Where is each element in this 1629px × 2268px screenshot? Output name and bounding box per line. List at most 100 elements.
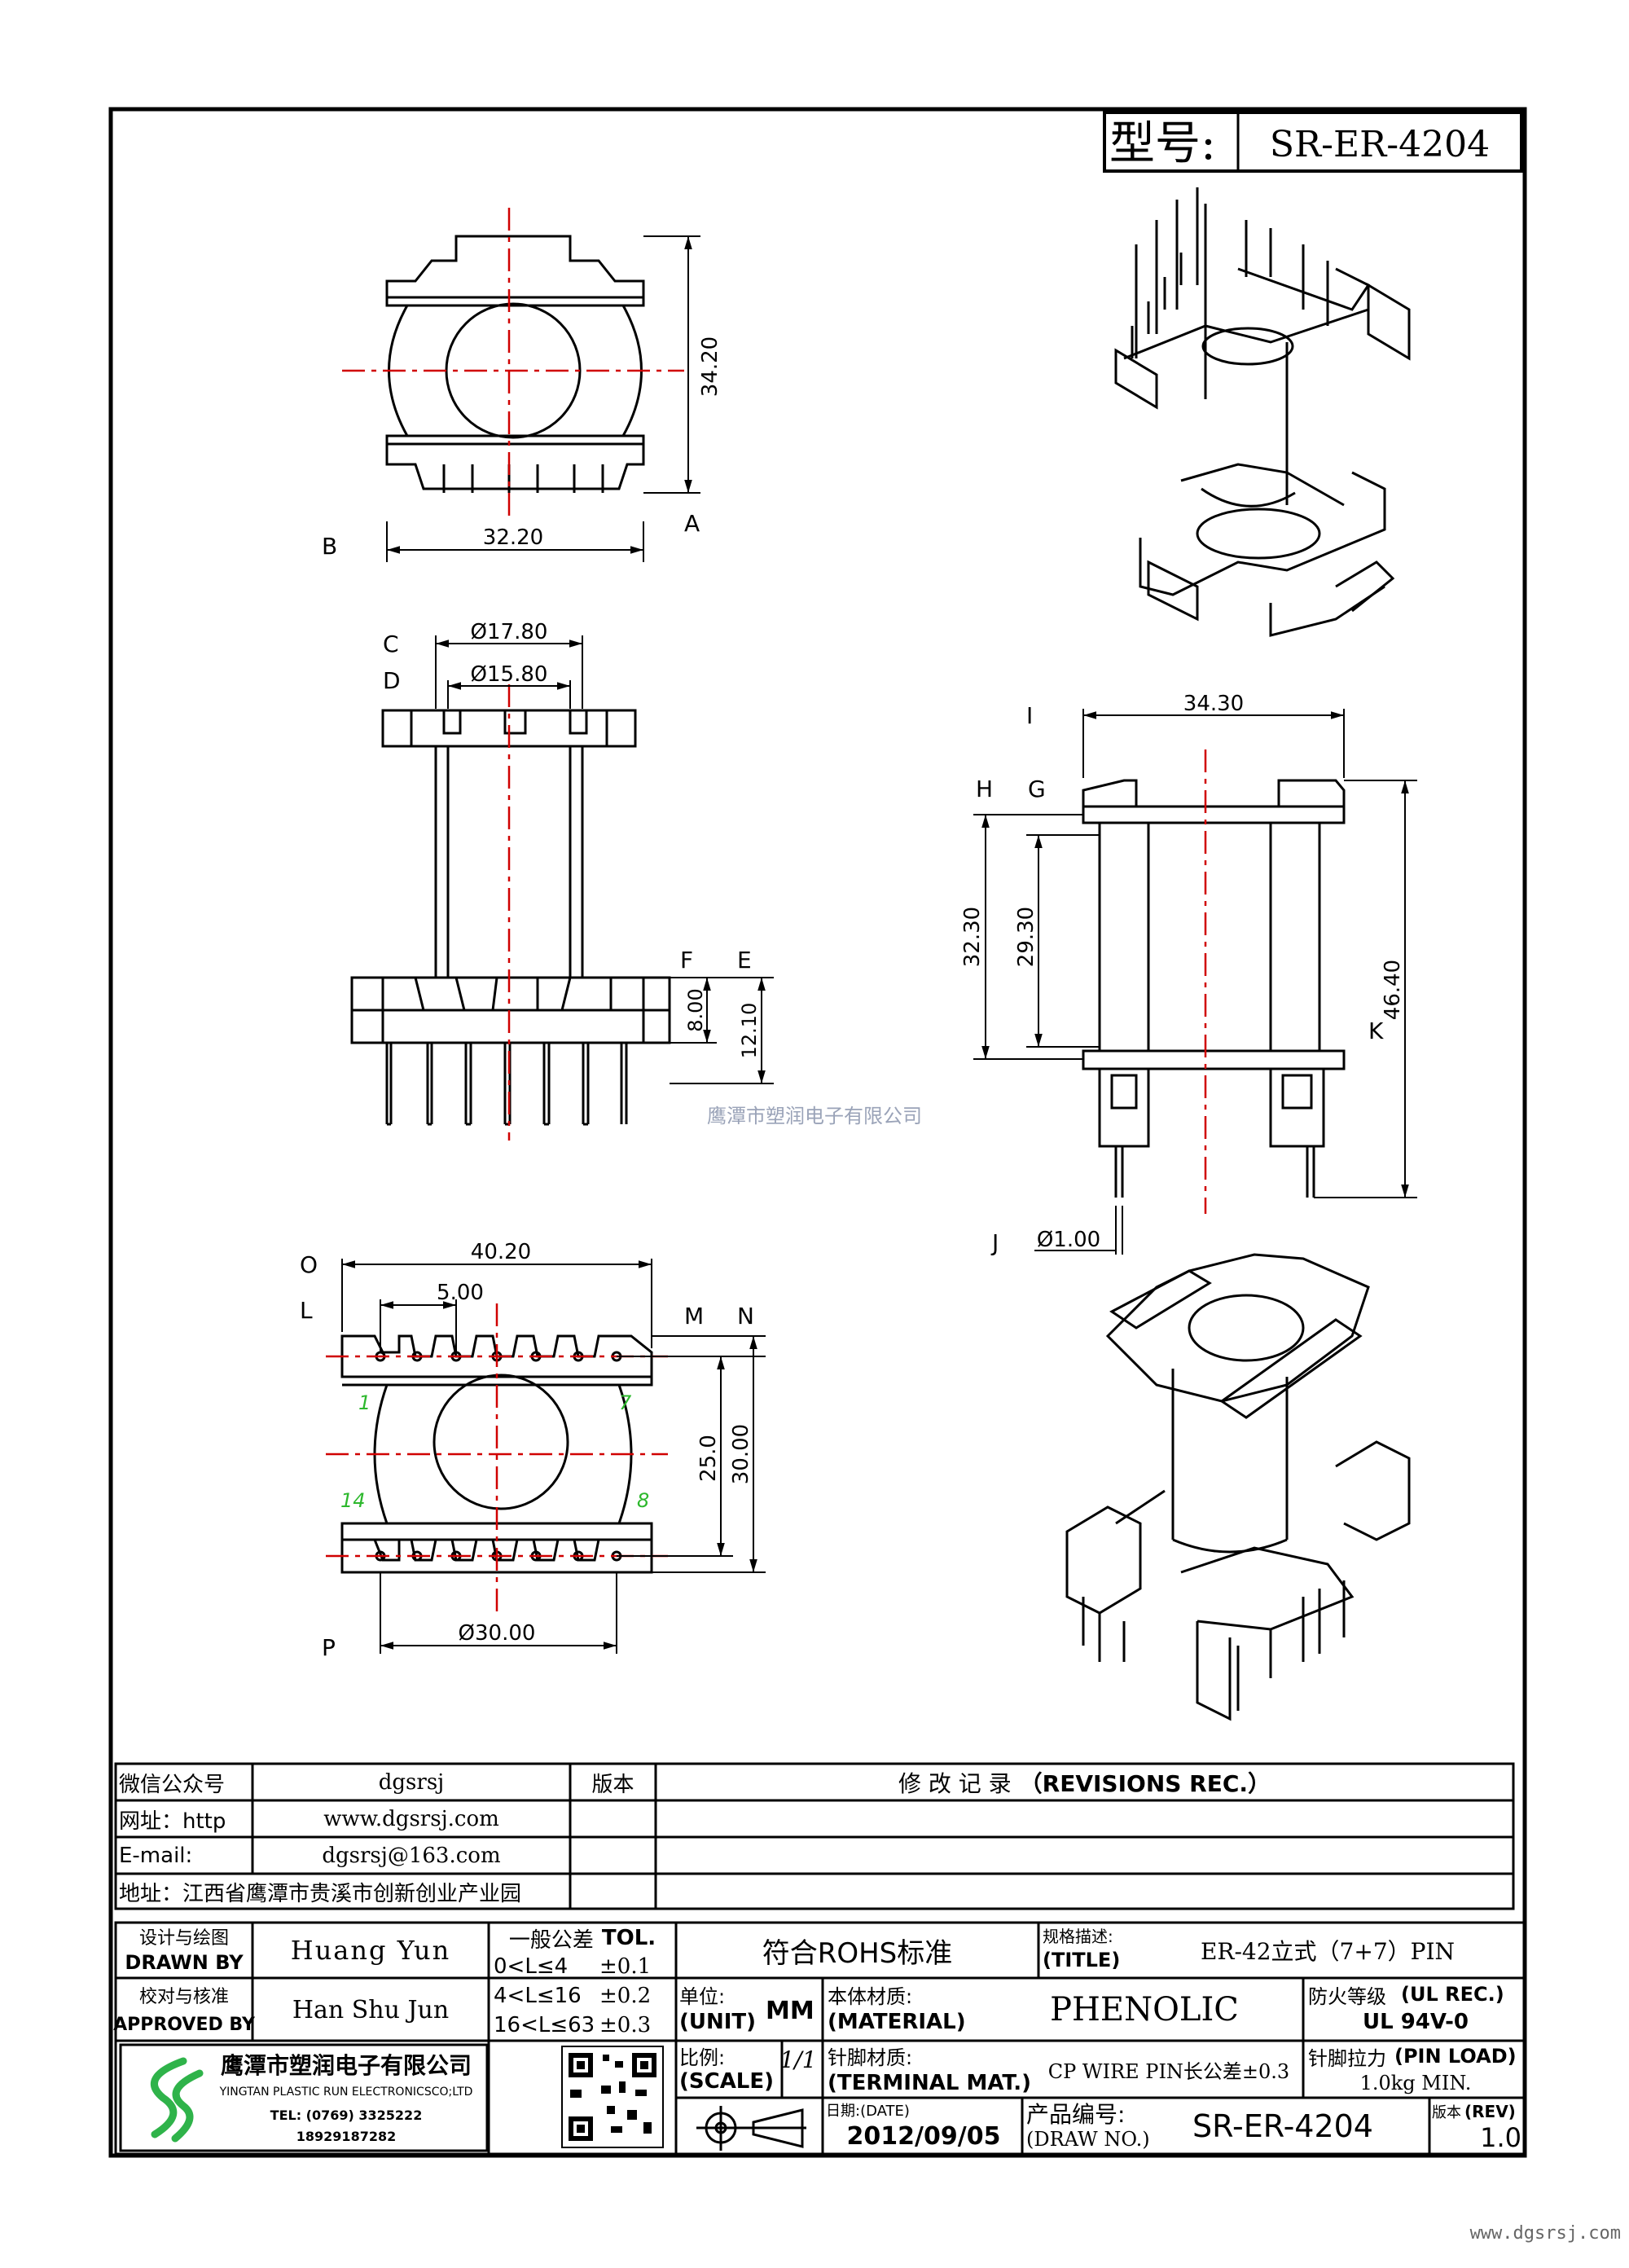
tolerance-header: 一般公差 TOL.: [489, 1924, 676, 1953]
scale-en: (SCALE): [679, 2069, 775, 2094]
top-view-dims: [386, 235, 700, 562]
tol-cn: 一般公差: [508, 1927, 594, 1953]
tol-range-3: 16<L≤63: [494, 2013, 595, 2037]
tag-f: F: [680, 947, 693, 974]
sheet-border: [108, 107, 1527, 2158]
unit-cn: 单位:: [679, 1984, 726, 2008]
material-en: (MATERIAL): [828, 2010, 966, 2034]
pin-14-label: 14: [340, 1489, 366, 1512]
footer-url: www.dgsrsj.com: [1470, 2223, 1621, 2244]
tag-n: N: [737, 1303, 754, 1330]
dim-25-0: 25.0: [696, 1435, 721, 1482]
pin-1-label: 1: [358, 1391, 371, 1414]
company-logo: [151, 2057, 204, 2143]
front-view-dims: [435, 635, 774, 1084]
email-value[interactable]: dgsrsj@163.com: [322, 1844, 501, 1868]
pinload-en: (PIN LOAD): [1394, 2045, 1517, 2068]
tol-range-1: 0<L≤4: [494, 1954, 569, 1979]
drawn-cn: 设计与绘图: [138, 1928, 229, 1949]
top-view-centerlines: [342, 208, 684, 521]
iso-view-bottom: [1065, 1253, 1411, 1721]
ul-value: UL 94V-0: [1362, 2010, 1469, 2034]
tag-e: E: [737, 947, 752, 974]
unit-en: (UNIT): [679, 2010, 757, 2034]
tag-b: B: [322, 533, 337, 560]
company-mobile: 18929187282: [296, 2128, 397, 2144]
web-label: 网址：http: [119, 1809, 226, 1834]
tag-k: K: [1368, 1018, 1384, 1044]
dim-32-30: 32.30: [960, 907, 985, 967]
tol-value-3: ±0.3: [599, 2013, 652, 2037]
title-block: [114, 1921, 1526, 2156]
dim-32-20: 32.20: [483, 525, 543, 550]
material-cn: 本体材质:: [828, 1984, 913, 2008]
tag-o: O: [300, 1251, 318, 1278]
iso-view-top: [1114, 187, 1411, 637]
address: 地址：江西省鹰潭市贵溪市创新创业产业园: [119, 1881, 522, 1906]
center-watermark: 鹰潭市塑润电子有限公司: [707, 1105, 922, 1127]
web-value[interactable]: www.dgsrsj.com: [323, 1807, 499, 1831]
dim-34-30: 34.30: [1183, 692, 1244, 716]
side-view-dims: [973, 709, 1417, 1255]
tag-c: C: [383, 631, 399, 657]
drawno-en: (DRAW NO.): [1026, 2128, 1150, 2151]
model-box: 型号: SR-ER-4204: [1103, 111, 1523, 173]
tag-a: A: [684, 510, 700, 537]
tol-range-2: 4<L≤16: [494, 1984, 582, 2008]
dim-17-80: Ø17.80: [471, 620, 548, 644]
dim-15-80: Ø15.80: [471, 662, 548, 687]
revisions-header: 修 改 记 录 （REVISIONS REC.）: [656, 1766, 1513, 1799]
rev-en: (REV): [1464, 2102, 1516, 2121]
tag-i: I: [1026, 702, 1033, 729]
pinload-value: 1.0kg MIN.: [1359, 2072, 1472, 2094]
dim-29-30: 29.30: [1014, 907, 1038, 967]
tag-g: G: [1028, 776, 1046, 802]
front-view: [350, 709, 671, 1126]
unit-value: MM: [766, 1996, 814, 2025]
material-value: PHENOLIC: [1050, 1991, 1239, 2028]
date-value: 2012/09/05: [846, 2121, 1001, 2151]
revisions-cn: 修 改 记 录: [898, 1770, 1012, 1797]
company-tel: TEL: (0769) 3325222: [270, 2107, 423, 2123]
dim-30-00: 30.00: [729, 1424, 753, 1484]
tag-d: D: [383, 667, 401, 694]
approved-cn: 校对与核准: [138, 1987, 229, 2007]
side-view: [1082, 779, 1346, 1198]
dim-1-00: Ø1.00: [1037, 1228, 1100, 1252]
pinload-cn: 针脚拉力: [1308, 2046, 1386, 2070]
dim-46-40: 46.40: [1381, 960, 1405, 1020]
rohs-note: 符合ROHS标准: [762, 1936, 953, 1970]
dim-12-10: 12.10: [738, 1003, 761, 1059]
dim-5-00: 5.00: [437, 1281, 484, 1305]
spec-cn: 规格描述:: [1043, 1926, 1113, 1946]
tag-p: P: [322, 1634, 336, 1661]
bottom-view-dims: [341, 1259, 766, 1654]
date-label: 日期:(DATE): [826, 2103, 910, 2120]
company-cn: 鹰潭市塑润电子有限公司: [220, 2052, 472, 2079]
company-en: YINGTAN PLASTIC RUN ELECTRONICSCO;LTD: [219, 2086, 473, 2099]
scale-value: 1/1: [779, 2046, 817, 2073]
wechat-label: 微信公众号: [119, 1772, 226, 1797]
bottom-view-centerlines: [326, 1303, 668, 1613]
tol-en: TOL.: [601, 1926, 656, 1950]
qr-code: [561, 2046, 664, 2148]
model-value: SR-ER-4204: [1270, 124, 1490, 165]
dim-8-00: 8.00: [684, 988, 707, 1031]
top-view: [385, 235, 645, 493]
version-label: 版本: [591, 1772, 634, 1797]
rev-value: 1.0: [1480, 2122, 1521, 2153]
terminal-cn: 针脚材质:: [828, 2046, 913, 2069]
info-table: [114, 1762, 1515, 1910]
dimension-tags: B A C D F E I H G K J O L M N P: [300, 510, 1384, 1661]
approved-name: Han Shu Jun: [292, 1995, 450, 2024]
terminal-value: CP WIRE PIN长公差±0.3: [1047, 2059, 1290, 2083]
pin-8-label: 8: [637, 1489, 649, 1512]
spec-value: ER-42立式（7+7）PIN: [1200, 1938, 1456, 1965]
spec-en: (TITLE): [1043, 1949, 1121, 1971]
revisions-en: （REVISIONS REC.）: [1019, 1770, 1271, 1797]
email-label: E-mail:: [119, 1844, 193, 1868]
approved-en: APPROVED BY: [113, 2014, 255, 2035]
model-label: 型号:: [1109, 117, 1216, 170]
